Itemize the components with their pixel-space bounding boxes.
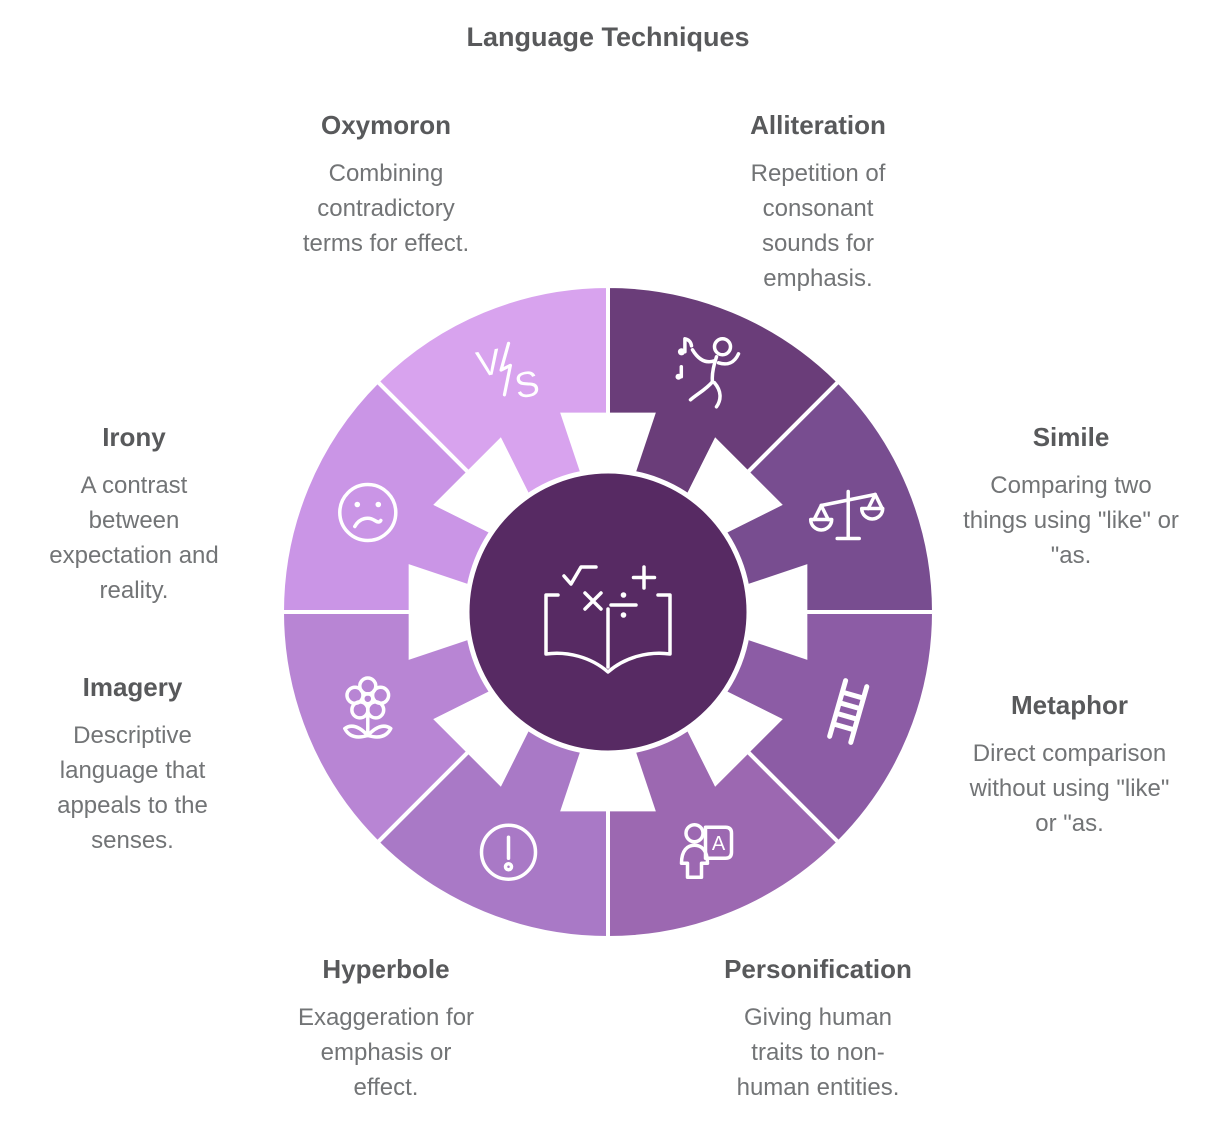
segment-title: Alliteration xyxy=(750,110,886,140)
page-title: Language Techniques xyxy=(466,22,750,52)
confused-face-icon xyxy=(338,482,398,543)
segment-description: Repetition of consonant sounds for empha… xyxy=(750,160,886,292)
flower-icon xyxy=(343,676,393,739)
segment-description: Comparing two things using "like" or "as… xyxy=(963,472,1179,569)
segment-title: Personification xyxy=(724,954,912,984)
segment-title: Hyperbole xyxy=(322,954,450,984)
ring-notch xyxy=(408,564,474,660)
segment-description: Exaggeration for emphasis or effect. xyxy=(297,1004,475,1101)
label-block-simile: Simile Comparing two things using "like"… xyxy=(961,422,1181,573)
ladder-icon xyxy=(827,678,870,745)
balance-scales-icon xyxy=(808,489,885,541)
segment-title: Oxymoron xyxy=(320,110,452,140)
ring-notch xyxy=(560,746,656,812)
segment-description: Combining contradictory terms for effect… xyxy=(302,160,470,257)
segment-title: Irony xyxy=(102,422,166,452)
label-block-alliteration: Alliteration Repetition of consonant sou… xyxy=(738,110,898,296)
svg-text:A: A xyxy=(712,833,726,855)
label-block-hyperbole: Hyperbole Exaggeration for emphasis or e… xyxy=(286,954,486,1105)
segment-title: Imagery xyxy=(82,672,183,702)
ring-notch xyxy=(742,564,808,660)
ring-notch xyxy=(560,412,656,478)
segment-description: Giving human traits to non-human entitie… xyxy=(736,1004,900,1101)
label-block-metaphor: Metaphor Direct comparison without using… xyxy=(957,690,1182,841)
segment-title: Simile xyxy=(1032,422,1110,452)
segment-description: A contrast between expectation and reali… xyxy=(49,472,219,604)
label-block-oxymoron: Oxymoron Combining contradictory terms f… xyxy=(286,110,486,261)
person-presentation-icon: A xyxy=(679,822,734,879)
label-block-imagery: Imagery Descriptive language that appeal… xyxy=(50,672,215,858)
label-block-personification: Personification Giving human traits to n… xyxy=(724,954,912,1105)
math-book-icon xyxy=(544,565,672,674)
segment-title: Metaphor xyxy=(1011,690,1128,720)
exclamation-circle-icon xyxy=(479,823,538,881)
segment-description: Descriptive language that appeals to the… xyxy=(57,722,208,854)
dancing-person-icon xyxy=(675,337,741,409)
label-block-irony: Irony A contrast between expectation and… xyxy=(44,422,224,608)
segment-description: Direct comparison without using "like" o… xyxy=(969,740,1170,837)
